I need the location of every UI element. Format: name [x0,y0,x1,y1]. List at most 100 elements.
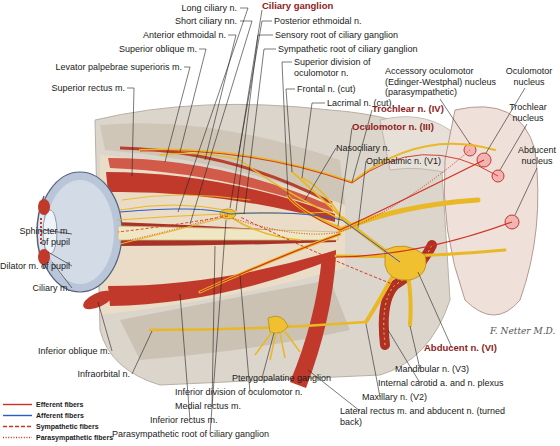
muscle-label: Inferior oblique m. [38,346,110,357]
fiber-track [118,216,228,232]
fiber-track [288,160,484,230]
nerve [288,196,340,228]
fiber-track [120,214,228,242]
fiber-track [336,222,512,257]
ganglion [220,209,426,360]
nerve [118,144,505,330]
leader-line [190,21,252,224]
legend-line-sample [3,415,32,416]
leader-line [127,88,134,176]
extraocular-muscle [290,256,336,388]
nerve [408,275,411,325]
nerve-label: Sensory root of ciliary ganglion [275,30,398,41]
muscle-label: Levator palpebrae superioris m. [55,62,182,73]
orbital-tissue [100,155,345,315]
muscle-label: Lateral rectus m. and abducent n. (turne… [340,406,508,427]
leader-line [305,148,336,200]
brainstem [444,107,538,315]
muscle-label: Medial rectus m. [175,401,241,412]
muscle-label: Ciliary m. [33,283,71,294]
nerve [120,218,222,244]
ganglion-heading: Ciliary ganglion [262,1,333,12]
muscle-label: Inferior rectus m. [150,415,218,426]
legend-text: Efferent fibers [36,400,83,409]
nerve-label: Frontal n. (cut) [297,84,356,95]
nerve-label: Inferior division of oculomotor n. [175,387,303,398]
nerve [140,144,495,182]
nerve-label: Ophthalmic n. (V1) [366,156,441,167]
leader-line [180,49,206,152]
nerve-label: Superior division of oculomotor n. [294,57,389,78]
internal-carotid-artery [384,245,432,345]
nerve-label: Anterior ethmoidal n. [143,30,226,41]
nerve [122,195,250,200]
nucleus-label: Accessory oculomotor (Edinger-Westphal) … [385,66,501,98]
leader-line [165,67,190,162]
internal-carotid-artery [384,245,432,345]
leader-line [132,331,152,374]
fiber-track [240,217,395,285]
leader-line [236,35,273,211]
leader-line [410,326,420,369]
nerve-label: Posterior ethmoidal n. [274,16,362,27]
cranial-nerve-heading: Abducent n. (VI) [424,343,497,354]
muscle-label: Superior oblique m. [119,44,197,55]
cranial-nerve-heading: Trochlear n. (IV) [372,104,444,115]
legend-line-sample [3,404,32,405]
fiber-track [118,150,512,292]
leader-line [418,272,452,348]
leader-line [212,246,215,406]
artist-signature: F. Netter M.D. [490,326,555,337]
nerve-label: Mandibular n. (V3) [395,364,469,375]
leader-line [338,128,352,226]
leader-line [98,302,112,351]
fiber-track [120,209,400,262]
legend-line-sample [3,405,32,438]
brainstem [444,107,538,315]
legend-text: Afferent fibers [36,411,84,420]
eyeball [38,199,50,215]
nerve-label: Sympathetic root of ciliary ganglion [278,44,418,55]
leader-line [388,330,420,383]
leader-line [205,35,236,160]
leader-line [286,89,295,172]
artery-label: Internal carotid a. and n. plexus [378,378,504,389]
nerve [160,153,342,220]
legend-text: Sympathetic fibers [36,422,99,431]
ganglion [255,330,300,360]
nerve [292,172,342,218]
nerve [118,214,222,220]
muscle-label: Superior rectus m. [51,83,125,94]
leader-line [244,49,276,214]
cranial-nerve-heading: Oculomotor n. (III) [352,122,434,133]
leader-line [302,103,325,178]
nerve-label: Maxillary n. (V2) [362,392,427,403]
extraocular-muscle [81,148,336,388]
muscle-label: Sphincter m. of pupil [14,226,70,247]
legend-line-sample [3,426,32,427]
orbital-tissue [100,155,345,315]
nerve-label: Parasympathetic root of ciliary ganglion [112,429,269,440]
nerve-label: Infraorbital n. [77,369,130,380]
leader-line [515,168,537,215]
nerve-label: Nasociliary n. [336,143,390,154]
leader-line [282,62,292,196]
internal-carotid-artery [384,245,432,345]
legend-text: Parasympathetic fibers [36,433,113,442]
leader-line [440,99,470,144]
leader-line [44,8,537,434]
leader-line [262,333,274,378]
leader-line [238,21,272,158]
muscle-label: Dilator m. of pupil [0,261,70,272]
nucleus-label: Trochlear nucleus [505,102,551,123]
extraocular-muscle [108,250,336,306]
fiber-track [232,150,470,234]
leader-line [366,324,380,397]
ganglion-label: Pterygopalatine ganglion [232,373,331,384]
nucleus-label: Abducent nucleus [515,145,559,166]
bone [95,104,455,385]
leader-line [358,161,366,228]
nerve-label: Long ciliary n. [181,3,237,14]
